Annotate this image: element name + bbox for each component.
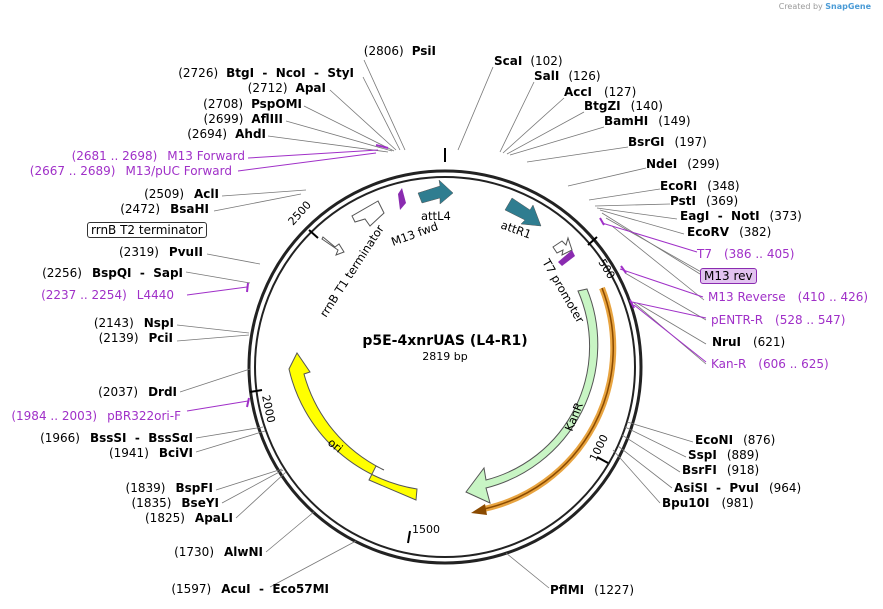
label-ndei: NdeI(299) [646,157,720,171]
leader-lines-right [457,66,711,589]
backbone-outer [247,169,643,565]
attl4-label: attL4 [421,209,451,223]
label-bsrfi: BsrFI(918) [682,463,759,477]
tick-500 [587,236,598,246]
tick-marks [249,148,609,544]
kanr-orf-head [471,504,487,515]
label-btgi-ncoi-styi: (2726)BtgI - NcoI - StyI [178,66,354,80]
label-nrui: NruI(621) [712,335,785,349]
label-ahdi: (2694)AhdI [187,127,266,141]
tick-2000 [249,389,263,393]
rrnb-t1-terminator-arrow [351,200,385,227]
label-btgzi: BtgZI(140) [584,99,663,113]
label-bspfi: (1839)BspFI [126,481,213,495]
label-acli: (2509)AclI [144,187,219,201]
label-asisi-pvui: AsiSI - PvuI(964) [674,481,801,495]
label-pflmi: PflMI(1227) [550,583,634,597]
label-bseyi: (1835)BseYI [132,496,220,510]
kanr-feature-arrow [465,288,599,504]
tick-2500 [308,229,319,239]
right-labels: ScaI(102) SalI(126) AccI(127) BtgZI(140)… [494,54,868,597]
label-ecorv: EcoRV(382) [687,225,771,239]
backbone-inner [254,176,636,558]
tick-1500 [407,530,411,544]
primer-leaders [186,149,707,412]
label-scai: ScaI(102) [494,54,563,68]
label-acci: AccI(127) [564,85,636,99]
tick-label-2000: 2000 [259,394,278,424]
label-acui-eco57mi: (1597)AcuI - Eco57MI [171,582,329,596]
plasmid-name: p5E-4xnrUAS (L4-R1) [362,333,527,349]
primer-marks [246,144,635,408]
label-pbr322ori-f-primer: (1984 .. 2003)pBR322ori-F [11,409,181,423]
label-alwni: (1730)AlwNI [174,545,263,559]
rrnb-t2-terminator-box-label: rrnB T2 terminator [87,222,207,238]
label-bsssi-bsssai: (1966)BssSI - BssSαI [40,431,193,445]
m13-rev-box-label: M13 rev [700,268,757,284]
label-bamhi: BamHI(149) [604,114,691,128]
label-bcivi: (1941)BciVI [109,446,193,460]
rrnb-t2-terminator-arrow [321,236,345,256]
snapgene-credit: Created by SnapGene [779,2,871,11]
kanr-label: KanR [562,400,586,433]
rrnb-t1-terminator-label: rrnB T1 terminator [317,222,387,320]
m13-fwd-label: M13 fwd [389,219,440,249]
label-econi: EcoNI(876) [695,433,775,447]
leader-lines-left [176,59,406,588]
snapgene-logo-text: SnapGene [825,2,871,11]
label-nspi: (2143)NspI [94,316,174,330]
tick-label-500: 500 [595,257,617,282]
plasmid-length: 2819 bp [422,350,467,363]
label-bspqi-sapi: (2256)BspQI - SapI [42,266,183,280]
label-pentr-r-primer: pENTR-R(528 .. 547) [711,313,845,327]
tick-1000 [596,456,609,464]
label-m13-forward-primer: (2681 .. 2698)M13 Forward [72,149,245,163]
attl4-feature-arrow [417,179,454,205]
label-psp-omi: (2708)PspOMI [203,97,302,111]
label-sspi: SspI(889) [688,448,759,462]
label-t7-primer: T7(386 .. 405) [696,247,794,261]
credit-prefix: Created by [778,2,823,11]
m13-fwd-feature [398,188,406,210]
label-l4440-primer: (2237 .. 2254)L4440 [41,288,174,302]
label-eagi-noti: EagI - NotI(373) [680,209,802,223]
tick-label-1500: 1500 [412,523,440,536]
label-m13-puc-forward-primer: (2667 .. 2689)M13/pUC Forward [30,164,232,178]
m13-rev-feature [558,250,575,266]
label-afliii: (2699)AflIII [204,112,283,126]
label-kan-r-primer: Kan-R(606 .. 625) [711,357,829,371]
label-drdi: (2037)DrdI [98,385,177,399]
label-bsrgi: BsrGI(197) [628,135,707,149]
label-sali: SalI(126) [534,69,601,83]
attr1-feature-arrow [504,197,542,227]
kanr-orf-line [483,287,615,510]
label-bsahi: (2472)BsaHI [120,202,209,216]
label-ecori: EcoRI(348) [660,179,740,193]
label-pvuii: (2319)PvuII [119,245,203,259]
label-apai: (2712)ApaI [248,81,326,95]
label-m13-reverse-primer: M13 Reverse(410 .. 426) [708,290,868,304]
ori-feature-arrow [288,352,418,501]
label-apali: (1825)ApaLI [145,511,233,525]
label-psti: PstI(369) [670,194,738,208]
label-pcii: (2139)PciI [99,331,173,345]
label-psii: (2806)PsiI [364,44,436,58]
left-labels: (2806)PsiI (2726)BtgI - NcoI - StyI (271… [11,44,436,596]
label-bpu10i: Bpu10I(981) [662,496,754,510]
